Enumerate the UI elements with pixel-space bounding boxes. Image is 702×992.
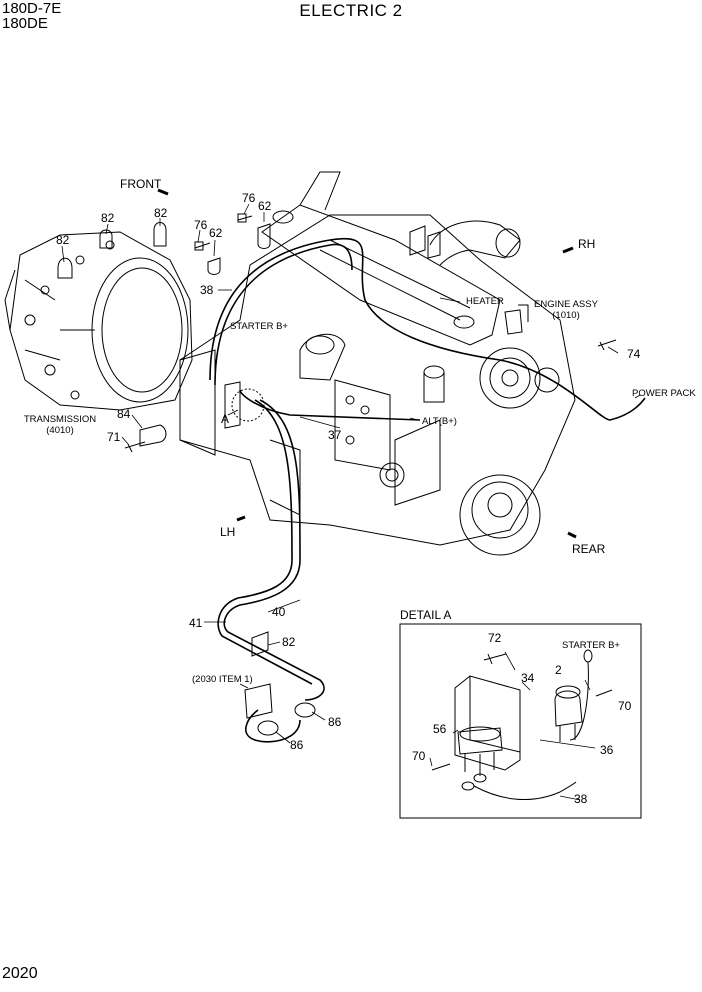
relay-2030	[244, 683, 273, 719]
detail-a-drawing	[429, 649, 613, 801]
battery-cable-40	[223, 399, 325, 701]
rh-label: RH	[578, 237, 595, 251]
callout-82: 82	[154, 206, 168, 220]
clamps-82	[57, 222, 269, 657]
callout-62: 62	[258, 199, 272, 213]
item-2030-ref: (2030 ITEM 1)	[192, 674, 253, 685]
callout-38: 38	[200, 283, 214, 297]
oil-filter-mount	[394, 419, 441, 506]
detail-bolt-70-a	[595, 689, 613, 697]
power-pack-label: POWER PACK	[632, 388, 696, 399]
crank-pulley	[459, 474, 541, 556]
detail-callout-2: 2	[555, 663, 562, 677]
detail-callout-34: 34	[521, 671, 535, 685]
callout-37: 37	[328, 428, 342, 442]
oil-cap	[272, 210, 294, 224]
callout-76: 76	[242, 191, 256, 205]
engine-drawing	[179, 171, 576, 556]
model-code-line-1: 180D-7E	[2, 0, 62, 17]
callout-71: 71	[107, 430, 121, 444]
lh-arrow	[236, 515, 246, 522]
detail-callout-70: 70	[618, 699, 632, 713]
grommet-86-b	[257, 720, 279, 736]
transmission-housing	[9, 231, 193, 411]
detail-cable-38	[473, 781, 577, 801]
callout-82: 82	[56, 233, 70, 247]
model-code-line-2: 180DE	[2, 15, 48, 32]
transmission-edge	[4, 269, 16, 331]
detail-starter-b-label: STARTER B+	[562, 640, 620, 651]
detail-terminal	[583, 649, 593, 663]
detail-a-marker: A	[221, 412, 229, 426]
rh-arrow	[562, 246, 574, 254]
power-pack-cable	[209, 237, 646, 421]
relay-assembly-on-engine	[224, 381, 265, 429]
page-number: 2020	[2, 965, 38, 982]
leader-lines	[61, 203, 641, 744]
engine-assy-label: ENGINE ASSY	[534, 299, 599, 310]
detail-bolt-72	[483, 653, 507, 665]
detail-relay-56	[457, 727, 503, 755]
page-title: ELECTRIC 2	[299, 1, 403, 20]
detail-callout-38: 38	[574, 792, 588, 806]
callout-41: 41	[189, 616, 203, 630]
turbo	[299, 333, 346, 381]
detail-cable-36	[569, 661, 589, 741]
callout-86: 86	[328, 715, 342, 729]
callout-74: 74	[627, 347, 641, 361]
clamps-62-bolts-76	[194, 213, 271, 275]
bolt-74	[597, 339, 617, 351]
clamp-84	[139, 424, 167, 447]
rear-label: REAR	[572, 542, 606, 556]
rear-arrow	[567, 531, 577, 539]
detail-callout-72: 72	[488, 631, 502, 645]
alt-cable	[239, 389, 421, 421]
front-label: FRONT	[120, 177, 162, 191]
alt-b-label: ALT(B+)	[422, 416, 457, 427]
battery-cable-41	[217, 399, 313, 685]
front-arrow	[157, 188, 169, 196]
engine-assy-ref: (1010)	[552, 310, 579, 321]
detail-callout-70: 70	[412, 749, 426, 763]
callout-76: 76	[194, 218, 208, 232]
bolt-71	[124, 441, 146, 453]
heater-label: HEATER	[466, 296, 504, 307]
lh-label: LH	[220, 525, 235, 539]
callout-40: 40	[272, 605, 286, 619]
detail-callout-36: 36	[600, 743, 614, 757]
engine-lift-bracket	[299, 171, 341, 211]
callout-84: 84	[117, 407, 131, 421]
detail-a-title: DETAIL A	[400, 608, 451, 622]
callout-86: 86	[290, 738, 304, 752]
engine-outline	[179, 214, 576, 546]
detail-a-box	[399, 623, 642, 819]
callout-82: 82	[101, 211, 115, 225]
detail-callout-56: 56	[433, 722, 447, 736]
detail-bolt-70-b	[431, 763, 451, 771]
transmission-label: TRANSMISSION	[24, 414, 96, 425]
starter-b-label: STARTER B+	[230, 321, 288, 332]
transmission-flange	[91, 257, 189, 403]
manifold-cover	[334, 379, 391, 471]
wiring-harness	[209, 237, 646, 743]
callout-82: 82	[282, 635, 296, 649]
intake-pipe	[429, 220, 521, 266]
alternator-pulley	[479, 347, 541, 409]
transmission-ref: (4010)	[46, 425, 73, 436]
transmission-opening	[101, 267, 183, 393]
thermostat-housing	[423, 365, 445, 379]
detail-starter-relay-2	[554, 690, 583, 727]
grommet-86-a	[294, 702, 316, 718]
relay-cable	[245, 709, 301, 743]
transmission-drawing	[4, 231, 193, 411]
callout-62: 62	[209, 226, 223, 240]
valve-cover	[261, 204, 501, 346]
